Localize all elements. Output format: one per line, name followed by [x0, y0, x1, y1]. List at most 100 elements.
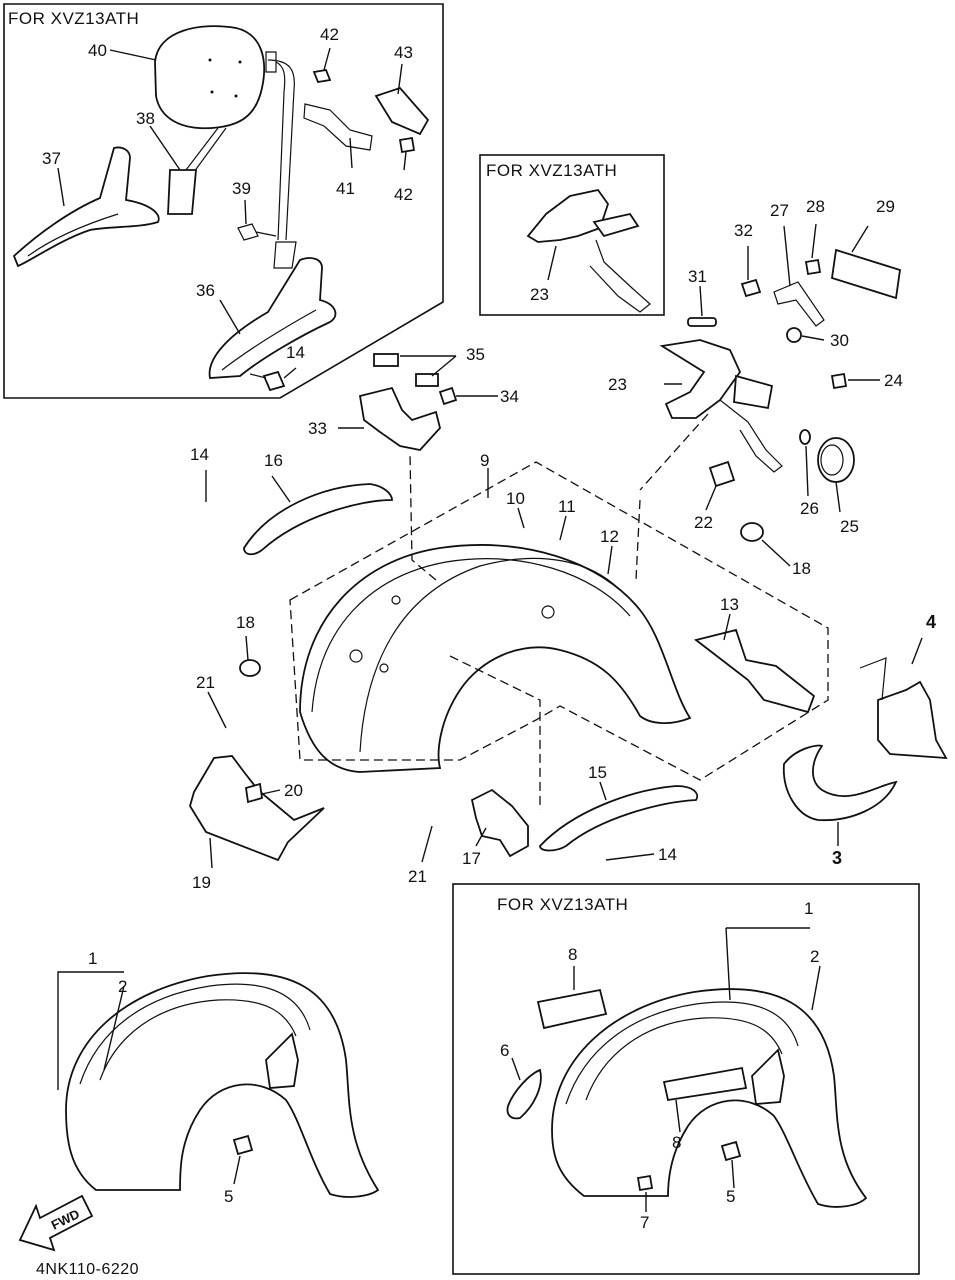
bolt-5-right	[720, 1140, 742, 1162]
leader-dash-33	[409, 453, 437, 581]
plate-20	[244, 782, 264, 804]
stay-23-main	[659, 339, 783, 473]
bolt-42-top	[312, 68, 332, 84]
assembly-outline-9	[289, 461, 829, 781]
fender-lower-right	[551, 988, 868, 1208]
callout-30: 30	[830, 331, 849, 350]
backrest-plate-43	[374, 86, 430, 136]
backrest-stay-bar	[167, 51, 297, 269]
callout-32: 32	[734, 221, 753, 240]
fender-rail-16	[243, 483, 393, 556]
callout-36: 36	[196, 281, 215, 300]
stay-23-small	[526, 188, 651, 313]
callout-34: 34	[500, 387, 519, 406]
callout-2-right: 2	[810, 947, 819, 966]
callout-27: 27	[770, 201, 789, 220]
callout-16: 16	[264, 451, 283, 470]
callout-13: 13	[720, 595, 739, 614]
side-plate-36	[208, 257, 337, 379]
grommet-18-right	[740, 522, 764, 542]
leader-lines	[57, 47, 923, 1212]
callout-19: 19	[192, 873, 211, 892]
leader-dash-23	[635, 413, 709, 581]
callout-25: 25	[840, 517, 859, 536]
callout-1-left: 1	[88, 949, 97, 968]
callout-5-right: 5	[726, 1187, 735, 1206]
callout-33: 33	[308, 419, 327, 438]
callout-21-left: 21	[196, 673, 215, 692]
callout-17: 17	[462, 849, 481, 868]
fwd-arrow: FWD	[18, 1194, 94, 1252]
callout-7: 7	[640, 1213, 649, 1232]
callout-28: 28	[806, 197, 825, 216]
callout-9: 9	[480, 451, 489, 470]
bolt-14-top	[249, 370, 286, 392]
damper-32	[740, 278, 762, 298]
diagram-ref-code: 4NK110-6220	[36, 1261, 139, 1278]
callout-26: 26	[800, 499, 819, 518]
clamp-22	[708, 460, 736, 488]
collar-31	[687, 317, 717, 327]
washer-26	[799, 429, 811, 445]
callout-23-main: 23	[608, 375, 627, 394]
callout-40: 40	[88, 41, 107, 60]
callout-42-top: 42	[320, 25, 339, 44]
callout-8-bottom: 8	[672, 1133, 681, 1152]
callout-18-right: 18	[792, 559, 811, 578]
callout-22: 22	[694, 513, 713, 532]
box-backrest-frame: FOR XVZ13ATH	[3, 3, 444, 399]
callout-39: 39	[232, 179, 251, 198]
callout-2-left: 2	[118, 977, 127, 996]
reflector-25	[817, 437, 855, 483]
callout-29: 29	[876, 197, 895, 216]
fender-guard-19	[189, 755, 325, 862]
callouts: 40 38 37 39 42 43 41 42 36 14 35 34 33 2…	[42, 25, 936, 1232]
callout-1-right: 1	[804, 899, 813, 918]
callout-43: 43	[394, 43, 413, 62]
box-backrest-title: FOR XVZ13ATH	[8, 9, 139, 28]
callout-8-top: 8	[568, 945, 577, 964]
callout-42-mid: 42	[394, 185, 413, 204]
reflector-6	[506, 1068, 542, 1120]
backrest-pad	[154, 25, 265, 130]
callout-41: 41	[336, 179, 355, 198]
backrest-bracket	[303, 103, 373, 151]
callout-12: 12	[600, 527, 619, 546]
screw-28	[804, 258, 822, 276]
reflector-plate-29	[831, 248, 901, 300]
callout-21-bottom: 21	[408, 867, 427, 886]
label-8-top	[536, 988, 608, 1030]
callout-4: 4	[926, 612, 936, 632]
callout-14-top: 14	[286, 343, 305, 362]
callout-6: 6	[500, 1041, 509, 1060]
bolt-7	[636, 1174, 654, 1192]
bolt-42-mid	[398, 136, 416, 154]
box-fender-frame: FOR XVZ13ATH	[452, 883, 920, 1275]
callout-11: 11	[558, 497, 576, 516]
side-plate-37	[12, 146, 160, 268]
callout-37: 37	[42, 149, 61, 168]
bolt-5-left	[232, 1134, 254, 1156]
fender-rail-15	[539, 785, 698, 852]
bracket-17	[470, 788, 529, 858]
bracket-33	[358, 353, 458, 451]
callout-5-left: 5	[224, 1187, 233, 1206]
callout-38: 38	[136, 109, 155, 128]
cover-3	[783, 744, 898, 822]
callout-23-small: 23	[530, 285, 549, 304]
callout-18-left: 18	[236, 613, 255, 632]
grommet-18-left	[239, 659, 261, 677]
callout-20: 20	[284, 781, 303, 800]
box-fender-title: FOR XVZ13ATH	[497, 895, 628, 914]
rear-fender-main	[299, 544, 692, 773]
stay-27	[773, 281, 825, 327]
callout-14-mid: 14	[190, 445, 209, 464]
leader-dash-15	[449, 655, 541, 810]
box-stay-frame: FOR XVZ13ATH	[479, 154, 665, 316]
box-stay-title: FOR XVZ13ATH	[486, 161, 617, 180]
callout-14-bottom: 14	[658, 845, 677, 864]
callout-35: 35	[466, 345, 485, 364]
callout-24: 24	[884, 371, 903, 390]
nut-30	[786, 327, 802, 343]
